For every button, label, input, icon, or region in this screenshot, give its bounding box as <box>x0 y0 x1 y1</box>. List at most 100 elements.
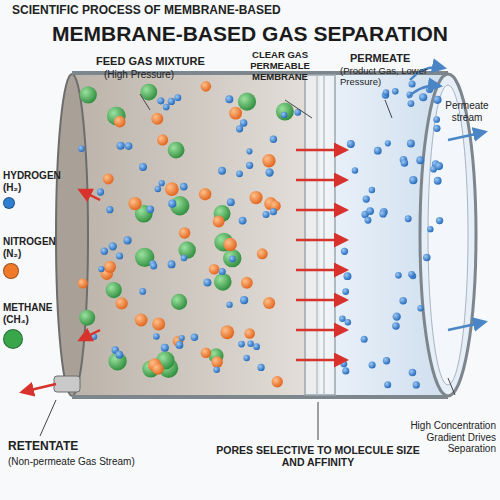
gas-molecule <box>383 89 389 95</box>
annotation-label: (High Pressure) <box>104 69 224 81</box>
gas-molecule <box>436 217 443 224</box>
gas-molecule <box>153 333 159 339</box>
gas-molecule <box>243 355 249 361</box>
gas-molecule <box>249 191 262 204</box>
gas-molecule <box>180 183 188 191</box>
gas-molecule <box>123 236 131 244</box>
feed-chamber <box>56 74 320 396</box>
gas-molecule <box>125 142 133 150</box>
annotation-label: CLEAR GAS PERMEABLE MEMBRANE <box>238 50 322 83</box>
gas-molecule <box>401 159 409 167</box>
gas-molecule <box>241 277 253 289</box>
gas-molecule <box>201 81 212 92</box>
gas-molecule <box>272 376 283 387</box>
gas-molecule <box>223 249 241 267</box>
gas-molecule <box>369 361 376 368</box>
gas-molecule <box>220 325 234 339</box>
inlet-end <box>56 74 88 396</box>
gas-molecule <box>106 206 113 213</box>
gas-molecule <box>191 334 199 342</box>
gas-molecule <box>379 210 386 217</box>
gas-molecule <box>384 381 391 388</box>
gas-molecule <box>399 297 406 304</box>
gas-molecule <box>247 341 254 348</box>
gas-molecule <box>115 351 123 359</box>
legend-swatch <box>3 197 15 209</box>
gas-molecule <box>128 197 141 210</box>
gas-molecule <box>98 266 104 272</box>
gas-molecule <box>78 278 88 288</box>
annotation-label: PORES SELECTIVE TO MOLECULE SIZE AND AFF… <box>208 444 428 468</box>
gas-molecule <box>219 268 226 275</box>
gas-molecule <box>262 154 275 167</box>
gas-molecule <box>165 182 179 196</box>
gas-molecule <box>117 142 125 150</box>
gas-molecule <box>270 208 277 215</box>
gas-molecule <box>352 167 358 173</box>
gas-molecule <box>383 357 390 364</box>
gas-molecule <box>365 217 372 224</box>
annotation-label: FEED GAS MIXTURE <box>96 55 226 68</box>
gas-molecule <box>179 227 191 239</box>
gas-molecule <box>211 356 223 368</box>
annotation-label: RETENTATE <box>8 440 128 454</box>
annotation-label: Permeate stream <box>436 100 498 123</box>
gas-molecule <box>152 317 165 330</box>
gas-molecule <box>433 116 440 123</box>
gas-molecule <box>366 207 374 215</box>
gas-molecule <box>385 140 391 146</box>
gas-molecule <box>171 294 187 310</box>
gas-molecule <box>157 97 164 104</box>
gas-molecule <box>168 200 176 208</box>
gas-molecule <box>392 322 400 330</box>
gas-molecule <box>178 241 195 258</box>
gas-molecule <box>146 205 154 213</box>
legend-label: NITROGEN (N₂) <box>3 236 57 259</box>
gas-molecule <box>218 167 226 175</box>
gas-molecule <box>392 88 399 95</box>
gas-molecule <box>263 297 275 309</box>
gas-molecule <box>179 335 185 341</box>
gas-molecule <box>157 134 168 145</box>
gas-molecule <box>253 343 260 350</box>
gas-molecule <box>435 162 443 170</box>
gas-molecule <box>257 364 264 371</box>
gas-molecule <box>80 86 97 103</box>
legend-label: HYDROGEN (H₂) <box>3 170 57 193</box>
gas-molecule <box>347 140 355 148</box>
gas-molecule <box>226 301 232 307</box>
gas-molecule <box>416 156 424 164</box>
gas-molecule <box>407 139 415 147</box>
legend-item: METHANE (CH₄) <box>3 302 57 349</box>
gas-molecule <box>409 369 417 377</box>
gas-molecule <box>413 381 420 388</box>
gas-molecule <box>116 252 123 259</box>
gas-molecule <box>409 80 416 87</box>
legend-swatch <box>3 263 19 279</box>
gas-molecule <box>434 177 442 185</box>
gas-molecule <box>115 297 127 309</box>
gas-molecule <box>199 188 211 200</box>
gas-molecule <box>246 148 252 154</box>
gas-molecule <box>281 112 287 118</box>
gas-molecule <box>139 288 146 295</box>
gas-molecule <box>109 242 117 250</box>
gas-molecule <box>342 288 349 295</box>
gas-molecule <box>152 363 164 375</box>
gas-molecule <box>227 198 235 206</box>
gas-molecule <box>79 310 95 326</box>
gas-molecule <box>201 347 212 358</box>
gas-molecule <box>213 366 220 373</box>
gas-molecule <box>265 168 273 176</box>
retentate-pipe <box>54 376 80 392</box>
gas-molecule <box>276 103 294 121</box>
gas-molecule <box>97 188 104 195</box>
gas-molecule <box>214 273 232 291</box>
membrane <box>305 75 335 395</box>
gas-molecule <box>213 216 225 228</box>
gas-molecule <box>174 94 181 101</box>
gas-molecule <box>405 215 412 222</box>
gas-molecule <box>240 296 248 304</box>
annotation-label: SCIENTIFIC PROCESS OF MEMBRANE-BASED <box>12 4 412 18</box>
gas-molecule <box>168 98 175 105</box>
